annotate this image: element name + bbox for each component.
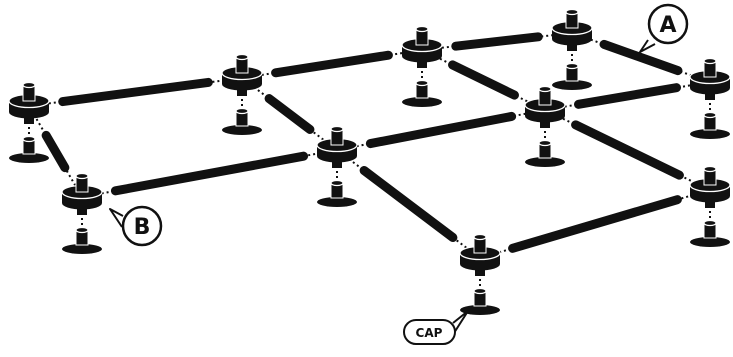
hub-post-top — [22, 81, 36, 89]
foot-plate — [402, 97, 442, 107]
connector-rod — [574, 83, 681, 109]
hub-post-top — [538, 85, 552, 93]
hub-post-top — [235, 53, 249, 61]
callout-b-label: B — [134, 215, 151, 240]
connector-rod — [448, 60, 519, 100]
foot-plate — [222, 125, 262, 135]
connector-rod — [571, 120, 684, 180]
hub-assemblies — [8, 8, 731, 315]
callout-b-bubble — [121, 205, 163, 247]
foot-cap-top — [22, 135, 36, 143]
hub-post-top — [330, 125, 344, 133]
hub-assembly — [689, 57, 731, 139]
connector-rod — [451, 32, 543, 51]
callout-cap-pointer — [452, 310, 469, 334]
foot-cap-top — [330, 179, 344, 187]
callout-a: A — [639, 3, 689, 53]
hub-assembly — [316, 125, 358, 207]
connector-rod — [264, 94, 315, 134]
hub-assembly — [61, 172, 103, 254]
callout-cap-bubble — [403, 319, 456, 345]
foot-plate — [317, 197, 357, 207]
connector-rod — [508, 195, 682, 253]
foot-cap-top — [235, 107, 249, 115]
foot-cap-top — [473, 287, 487, 295]
callout-b-pointer — [109, 208, 124, 228]
foot-plate — [552, 80, 592, 90]
callout-cap: CAP — [403, 310, 469, 345]
foot-cap-top — [565, 62, 579, 70]
callout-a-bubble — [647, 3, 689, 45]
callout-b: B — [109, 205, 163, 247]
connector-rod — [110, 151, 309, 196]
foot-cap-top — [703, 111, 717, 119]
connector-rod — [599, 39, 683, 76]
connector-rods — [41, 32, 684, 253]
callout-cap-label: CAP — [416, 326, 443, 340]
foot-cap-top — [75, 226, 89, 234]
callout-a-label: A — [659, 13, 676, 38]
hub-post-top — [703, 57, 717, 65]
connector-rod — [271, 50, 393, 78]
foot-cap-top — [415, 79, 429, 87]
hub-assembly — [551, 8, 593, 90]
foot-plate — [690, 129, 730, 139]
connector-rod — [58, 77, 213, 107]
hub-assembly — [401, 25, 443, 107]
foot-plate — [460, 305, 500, 315]
hub-post-top — [703, 165, 717, 173]
hub-post-top — [415, 25, 429, 33]
hub-post-top — [473, 233, 487, 241]
connector-rod — [365, 111, 517, 149]
connector-rod — [359, 165, 458, 243]
connector-rod — [41, 130, 70, 173]
callout-a-pointer — [639, 39, 656, 53]
hub-assembly — [524, 85, 566, 167]
foot-plate — [62, 244, 102, 254]
hub-assembly — [459, 233, 501, 315]
hub-post-top — [75, 172, 89, 180]
foot-plate — [9, 153, 49, 163]
hub-assembly — [221, 53, 263, 135]
hub-assembly — [8, 81, 50, 163]
foot-cap-top — [703, 219, 717, 227]
hub-post-top — [565, 8, 579, 16]
hub-assembly — [689, 165, 731, 247]
foot-cap-top — [538, 139, 552, 147]
foot-plate — [525, 157, 565, 167]
foot-plate — [690, 237, 730, 247]
